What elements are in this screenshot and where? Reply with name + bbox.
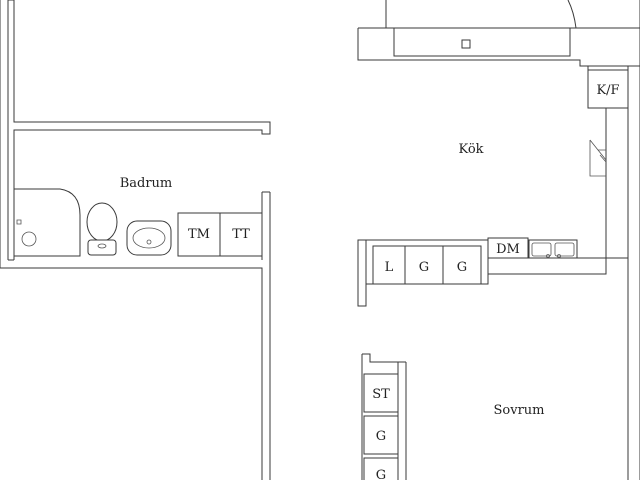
- washing-machine: TM: [177, 212, 221, 257]
- bedroom-wardrobes: ST G G: [363, 373, 399, 480]
- room-label-sovrum: Sovrum: [494, 403, 545, 418]
- room-label-badrum: Badrum: [120, 176, 173, 191]
- kf-label: K/F: [596, 83, 619, 98]
- kitchen-top-wall: [357, 0, 640, 67]
- sink-icon: [126, 220, 172, 256]
- st-label: ST: [372, 387, 390, 402]
- left-exterior-wall: [0, 0, 9, 268]
- g4-label: G: [376, 468, 386, 480]
- kitchen-sink-icon: [528, 239, 578, 259]
- radiator-icon: [461, 39, 471, 49]
- dm-label: DM: [496, 242, 520, 257]
- l-label: L: [385, 260, 394, 275]
- kitchen-side-counter: [589, 107, 629, 259]
- drain-icon: [21, 231, 37, 247]
- g3-label: G: [376, 429, 386, 444]
- tumble-dryer: TT: [219, 212, 263, 257]
- toilet-icon: [86, 202, 118, 256]
- tm-label: TM: [188, 227, 210, 242]
- fridge-freezer: K/F: [587, 69, 629, 109]
- kitchen-counter: L G G: [357, 239, 607, 307]
- shower: [13, 188, 81, 257]
- g2-label: G: [457, 260, 467, 275]
- room-label-kok: Kök: [458, 142, 483, 157]
- g1-label: G: [419, 260, 429, 275]
- tt-label: TT: [232, 227, 250, 242]
- dishwasher: DM: [487, 237, 529, 259]
